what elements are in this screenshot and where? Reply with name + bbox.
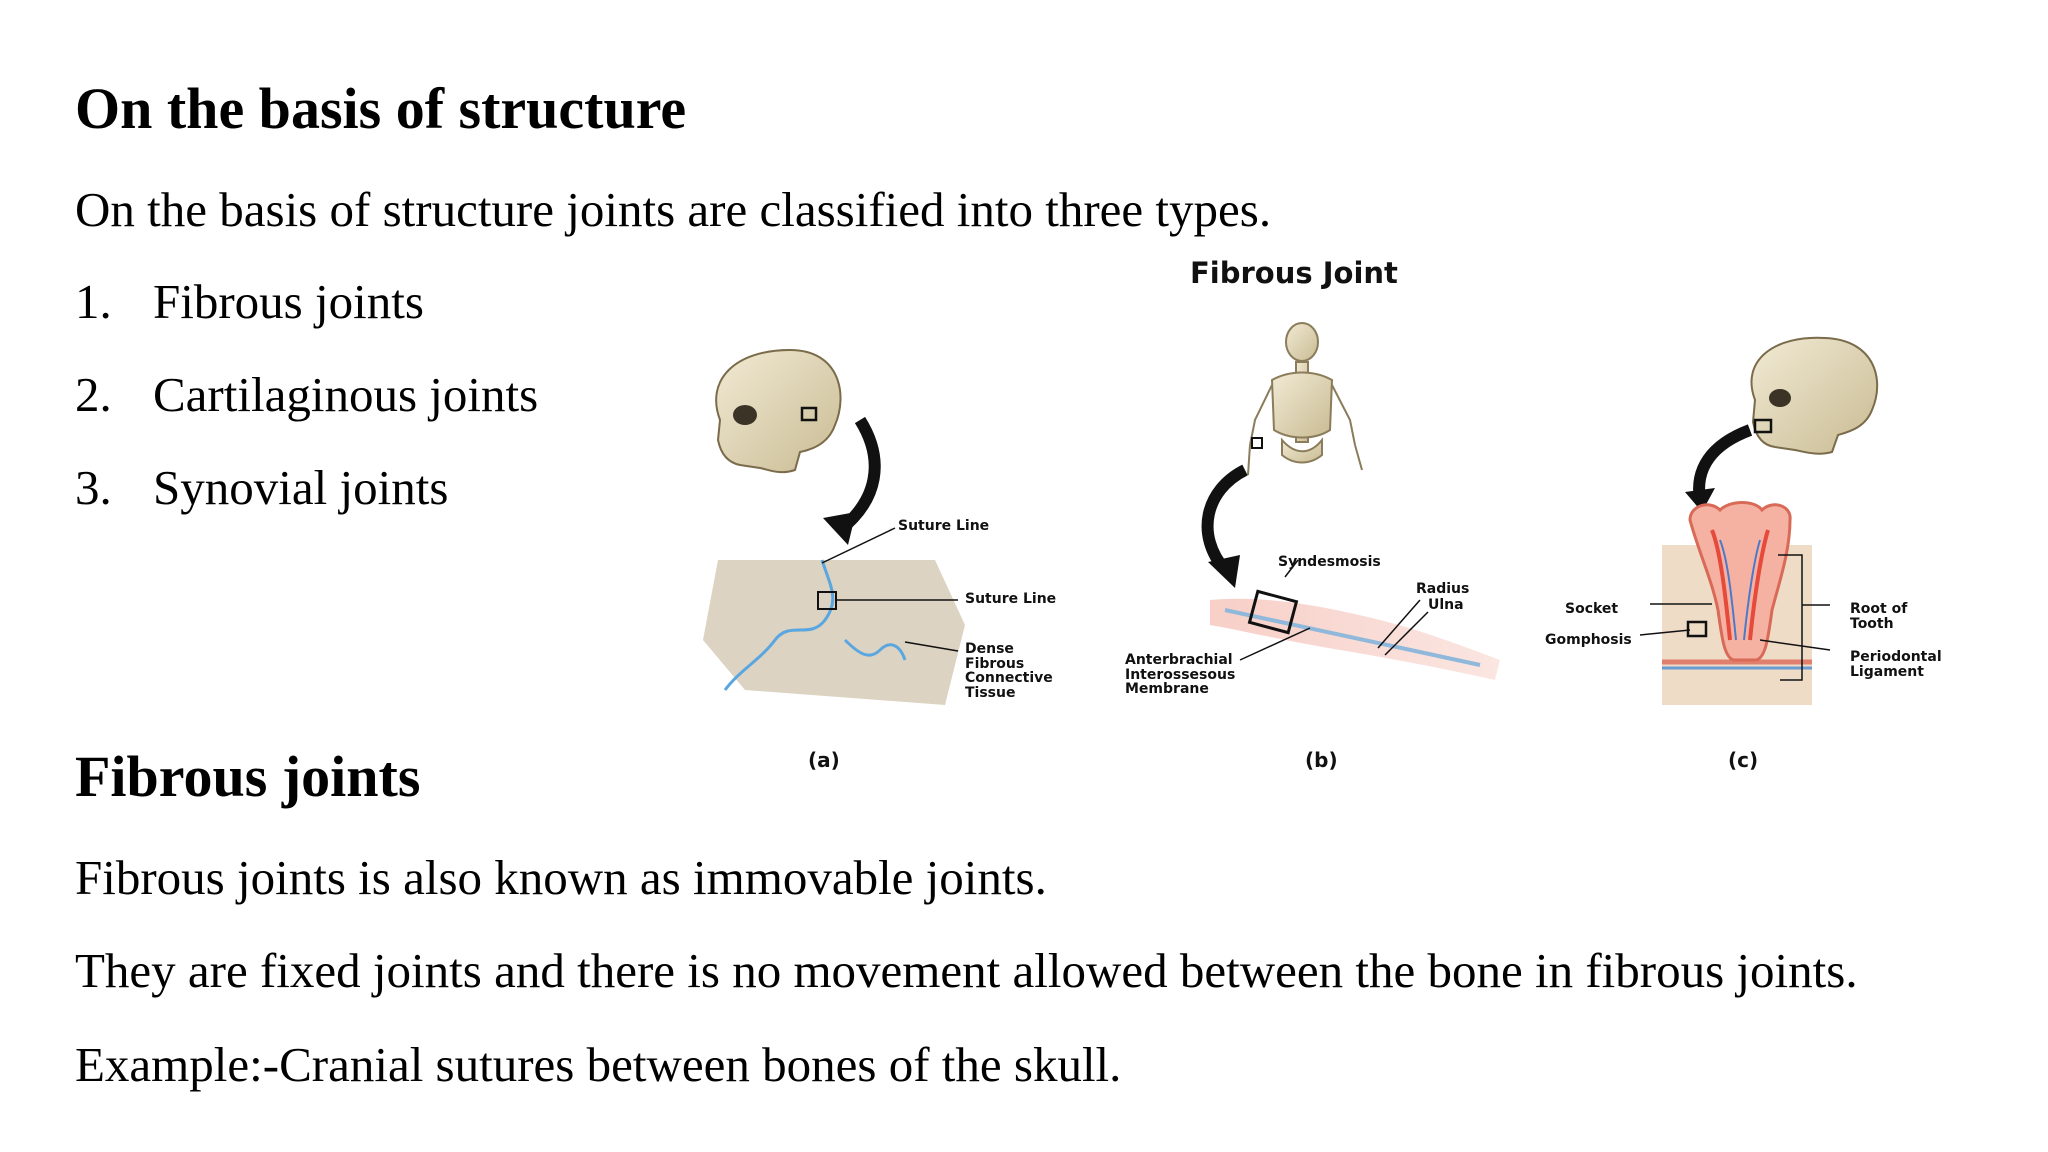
list-item: 2. Cartilaginous joints: [75, 370, 538, 419]
list-number: 1.: [75, 274, 112, 329]
label-suture-line-top: Suture Line: [898, 518, 990, 534]
paragraph-line: Example:-Cranial sutures between bones o…: [75, 1037, 1122, 1092]
label-periodontal-ligament: Periodontal Ligament: [1850, 649, 1942, 680]
label-membrane: Anterbrachial Interossesous Membrane: [1125, 652, 1236, 698]
panel-label-b: (b): [1305, 748, 1338, 772]
arrow-b-icon: [1201, 464, 1248, 574]
list-number: 3.: [75, 460, 112, 515]
label-socket: Socket: [1565, 601, 1619, 617]
list-text: Synovial joints: [153, 460, 449, 515]
label-dense-tissue: Dense Fibrous Connective Tissue: [965, 641, 1053, 702]
panel-label-a: (a): [808, 748, 840, 772]
section-heading-structure: On the basis of structure: [75, 76, 687, 141]
skeleton-icon: [1247, 322, 1363, 476]
list-text: Cartilaginous joints: [153, 367, 539, 422]
list-item: 3. Synovial joints: [75, 463, 448, 512]
label-radius: Radius: [1416, 581, 1470, 597]
arrow-a-icon: [836, 416, 881, 535]
list-item: 1. Fibrous joints: [75, 277, 424, 326]
panel-label-c: (c): [1728, 748, 1759, 772]
label-ulna: Ulna: [1428, 597, 1464, 613]
label-gomphosis: Gomphosis: [1545, 632, 1632, 648]
paragraph-line: They are fixed joints and there is no mo…: [75, 943, 1858, 998]
paragraph-line: Fibrous joints is also known as immovabl…: [75, 850, 1047, 905]
label-root-of-tooth: Root of Tooth: [1850, 601, 1908, 632]
section-heading-fibrous-joints: Fibrous joints: [75, 744, 421, 809]
figure-title: Fibrous Joint: [1190, 256, 1398, 290]
skull-a-icon: [715, 348, 842, 474]
list-number: 2.: [75, 367, 112, 422]
skull-c-icon: [1750, 336, 1879, 455]
label-syndesmosis: Syndesmosis: [1278, 554, 1381, 570]
label-suture-line: Suture Line: [965, 591, 1057, 607]
list-text: Fibrous joints: [153, 274, 424, 329]
intro-text: On the basis of structure joints are cla…: [75, 182, 1272, 237]
tissue-patch: [703, 560, 965, 705]
